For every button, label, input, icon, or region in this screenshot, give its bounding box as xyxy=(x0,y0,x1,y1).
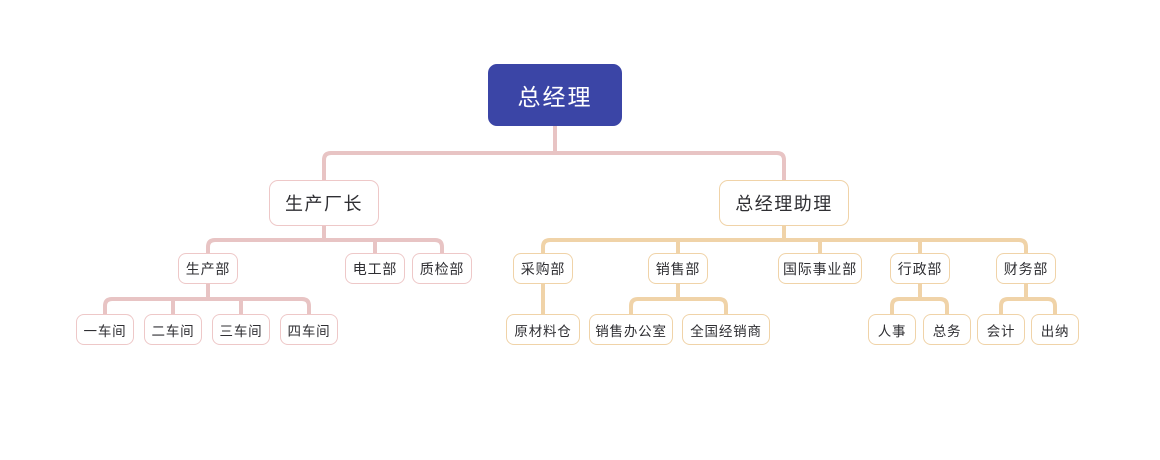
org-node-label: 质检部 xyxy=(419,260,465,277)
org-node-prod_dept[interactable]: 生产部 xyxy=(178,253,238,284)
org-node-label: 生产部 xyxy=(185,260,231,277)
org-node-label: 电工部 xyxy=(352,260,398,277)
org-node-workshop_1[interactable]: 一车间 xyxy=(76,314,134,345)
org-node-label: 二车间 xyxy=(151,323,195,339)
edge-bus-prod_director xyxy=(206,238,444,255)
edge-bus-root xyxy=(322,151,786,182)
org-node-finance_dept[interactable]: 财务部 xyxy=(996,253,1056,284)
org-node-label: 出纳 xyxy=(1040,323,1070,339)
org-node-label: 会计 xyxy=(986,323,1016,339)
org-node-label: 销售办公室 xyxy=(595,323,667,339)
org-node-sales_dept[interactable]: 销售部 xyxy=(648,253,708,284)
org-node-workshop_4[interactable]: 四车间 xyxy=(280,314,338,345)
org-node-prod_director[interactable]: 生产厂长 xyxy=(269,180,379,226)
org-node-label: 总务 xyxy=(932,323,962,339)
org-node-label: 原材料仓 xyxy=(514,323,572,339)
org-node-root[interactable]: 总经理 xyxy=(488,64,622,126)
org-node-admin_dept[interactable]: 行政部 xyxy=(890,253,950,284)
edge-bus-admin_dept xyxy=(890,297,949,316)
org-node-label: 一车间 xyxy=(83,323,127,339)
org-node-intl_dept[interactable]: 国际事业部 xyxy=(778,253,862,284)
org-node-label: 人事 xyxy=(877,323,907,339)
org-node-label: 财务部 xyxy=(1003,260,1049,277)
org-node-gm_assistant[interactable]: 总经理助理 xyxy=(719,180,849,226)
org-node-label: 生产厂长 xyxy=(285,194,363,214)
org-node-accounting[interactable]: 会计 xyxy=(977,314,1025,345)
org-node-label: 四车间 xyxy=(287,323,331,339)
org-node-label: 总经理 xyxy=(517,84,593,110)
org-node-label: 销售部 xyxy=(655,260,701,277)
org-node-workshop_3[interactable]: 三车间 xyxy=(212,314,270,345)
org-node-qc_dept[interactable]: 质检部 xyxy=(412,253,472,284)
org-node-label: 国际事业部 xyxy=(783,260,857,277)
org-node-natl_dealers[interactable]: 全国经销商 xyxy=(682,314,770,345)
edge-bus-sales_dept xyxy=(629,297,728,316)
org-node-general_affairs[interactable]: 总务 xyxy=(923,314,971,345)
edge-bus-finance_dept xyxy=(999,297,1057,316)
org-node-workshop_2[interactable]: 二车间 xyxy=(144,314,202,345)
org-node-purchase_dept[interactable]: 采购部 xyxy=(513,253,573,284)
org-node-label: 三车间 xyxy=(219,323,263,339)
org-node-cashier[interactable]: 出纳 xyxy=(1031,314,1079,345)
org-node-label: 全国经销商 xyxy=(690,323,762,339)
org-node-label: 行政部 xyxy=(897,260,943,277)
org-node-label: 采购部 xyxy=(520,260,566,277)
org-node-sales_office[interactable]: 销售办公室 xyxy=(589,314,673,345)
org-node-label: 总经理助理 xyxy=(735,194,833,214)
edge-bus-gm_assistant xyxy=(541,238,1028,255)
edge-bus-prod_dept xyxy=(103,297,311,316)
org-node-hr[interactable]: 人事 xyxy=(868,314,916,345)
org-node-raw_warehouse[interactable]: 原材料仓 xyxy=(506,314,580,345)
org-node-elec_dept[interactable]: 电工部 xyxy=(345,253,405,284)
